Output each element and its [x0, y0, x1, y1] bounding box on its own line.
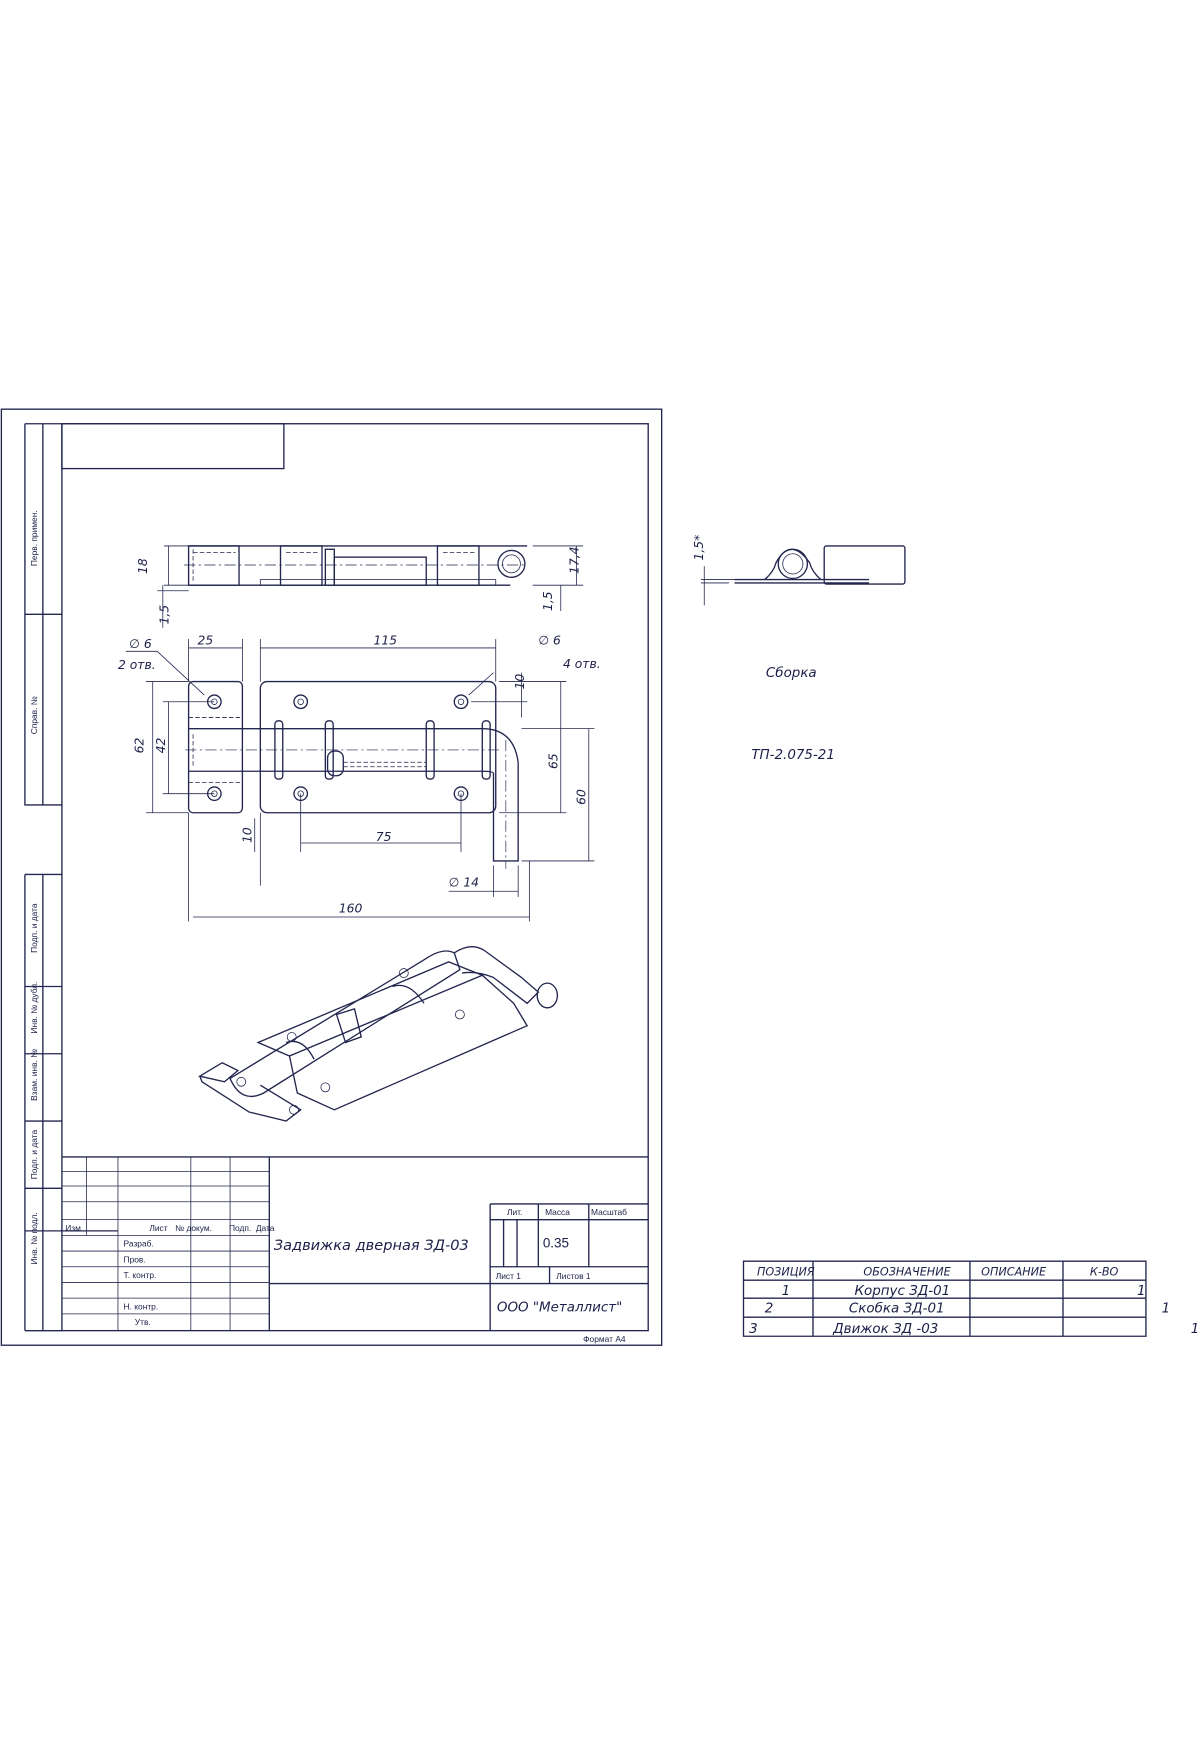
isometric-view	[198, 946, 559, 1122]
strip-label: Перв. примен.	[29, 510, 39, 566]
dim-text: 10	[513, 674, 527, 690]
side-view: 1,5*	[692, 535, 906, 606]
sheet-count: Листов 1	[556, 1271, 591, 1281]
cell-pos: 2	[765, 1302, 774, 1317]
cell-name: Скобка ЗД-01	[849, 1301, 945, 1317]
header-date: Дата	[256, 1223, 275, 1233]
top-left-box	[61, 423, 285, 470]
dim-text: 1,5	[157, 605, 171, 625]
inner-frame	[61, 423, 649, 1332]
column-header: К-ВО	[1090, 1266, 1119, 1279]
top-view: 18 1,5 17,4 1,5	[136, 545, 584, 628]
header-izm: Изм	[65, 1223, 81, 1233]
cell-qty: 1	[1137, 1284, 1146, 1299]
dim-text: 4 отв.	[563, 657, 601, 671]
column-header: ОПИСАНИЕ	[981, 1266, 1047, 1279]
dim-text: 62	[133, 737, 147, 753]
cell-pos: 1	[782, 1284, 791, 1299]
dim-text: ∅ 14	[449, 876, 479, 890]
dim-text: 42	[154, 737, 168, 753]
role-label: Утв.	[135, 1317, 151, 1327]
table-row: 2 Скобка ЗД-01 1	[765, 1301, 1170, 1317]
dim-text: 18	[136, 558, 150, 574]
strip-label: Инв. № дубл.	[29, 982, 39, 1034]
header-list: Лист	[149, 1223, 167, 1233]
header-doc-no: № докум.	[175, 1223, 212, 1233]
spec-table: ПОЗИЦИЯ ОБОЗНАЧЕНИЕ ОПИСАНИЕ К-ВО 1 Корп…	[742, 1260, 1199, 1337]
dim-text: 65	[546, 753, 560, 769]
role-label: Т. контр.	[124, 1270, 157, 1280]
dim-text: 25	[198, 634, 214, 648]
cell-qty: 1	[1191, 1322, 1200, 1337]
cell-name: Движок ЗД -03	[832, 1322, 938, 1337]
side-strip: Перв. примен. Справ. № Подп. и дата Инв.…	[24, 423, 118, 1332]
dim-text: ∅ 6	[129, 637, 152, 651]
strip-label: Справ. №	[29, 696, 39, 734]
dim-text: 1,5	[541, 591, 555, 611]
strip-label: Инв. № подл.	[29, 1212, 39, 1264]
role-label: Разраб.	[124, 1239, 154, 1249]
header-sign: Подп.	[229, 1223, 251, 1233]
lit-label: Лит.	[507, 1207, 522, 1217]
cell-name: Корпус ЗД-01	[854, 1284, 950, 1299]
sheet-number: Лист 1	[496, 1271, 522, 1281]
dim-text: 75	[376, 830, 392, 844]
dim-text: 10	[240, 827, 254, 843]
doc-code-label: ТП-2.075-21	[751, 748, 835, 763]
title-block: Изм Лист № докум. Подп. Дата Разраб. Про…	[61, 1156, 649, 1344]
outer-frame	[0, 408, 663, 1346]
table-row: 3 Движок ЗД -03 1	[749, 1322, 1199, 1337]
dim-text: 17,4	[568, 547, 582, 574]
drawing-title: Задвижка дверная ЗД-03	[274, 1237, 469, 1254]
cell-pos: 3	[749, 1322, 758, 1337]
column-header: ПОЗИЦИЯ	[757, 1266, 815, 1279]
dim-text: 2 отв.	[118, 658, 156, 672]
strip-label: Подп. и дата	[29, 903, 39, 953]
role-label: Пров.	[124, 1254, 146, 1264]
mass-label: Масса	[545, 1207, 570, 1217]
cell-qty: 1	[1162, 1302, 1171, 1317]
dim-text: 1,5*	[692, 535, 706, 561]
strip-label: Взам. инв. №	[29, 1049, 39, 1101]
table-row: 1 Корпус ЗД-01 1	[782, 1284, 1146, 1299]
company-name: ООО "Металлист"	[497, 1301, 622, 1316]
mass-value: 0.35	[543, 1236, 569, 1251]
role-label: Н. контр.	[124, 1301, 159, 1311]
dim-text: ∅ 6	[538, 634, 561, 648]
dim-text: 160	[339, 902, 363, 916]
plan-view: ∅ 6 2 отв. 25 115 ∅ 6 4 отв. 62 42 10 10…	[118, 634, 601, 922]
column-header: ОБОЗНАЧЕНИЕ	[863, 1266, 951, 1279]
dim-text: 115	[374, 634, 398, 648]
dim-text: 60	[574, 789, 588, 805]
assembly-label: Сборка	[766, 665, 817, 681]
format-label: Формат А4	[583, 1334, 626, 1344]
scale-label: Масштаб	[591, 1207, 627, 1217]
mounting-holes	[206, 694, 469, 802]
strip-label: Подп. и дата	[29, 1130, 39, 1180]
